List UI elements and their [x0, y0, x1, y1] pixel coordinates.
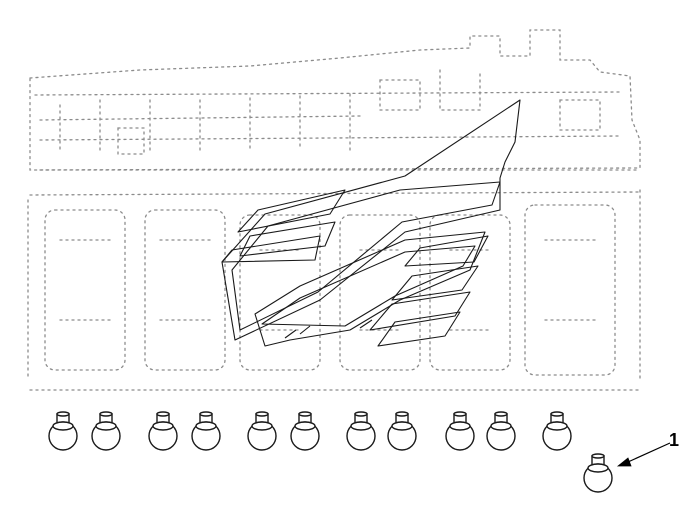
engine-block-outline	[27, 29, 641, 391]
head-bolt	[583, 453, 613, 493]
head-bolt	[290, 411, 320, 451]
head-bolt-row	[48, 411, 572, 451]
callout-number-label: 1	[669, 430, 679, 450]
head-bolt	[148, 411, 178, 451]
head-bolt	[445, 411, 475, 451]
head-bolt	[247, 411, 277, 451]
head-bolt	[542, 411, 572, 451]
head-bolt	[191, 411, 221, 451]
callout-leader-arrow	[616, 442, 671, 467]
callout-head-bolt	[583, 453, 613, 493]
head-bolt	[91, 411, 121, 451]
head-bolt	[346, 411, 376, 451]
head-bolt	[486, 411, 516, 451]
head-gasket	[221, 99, 521, 347]
head-bolt	[387, 411, 417, 451]
head-bolt	[48, 411, 78, 451]
